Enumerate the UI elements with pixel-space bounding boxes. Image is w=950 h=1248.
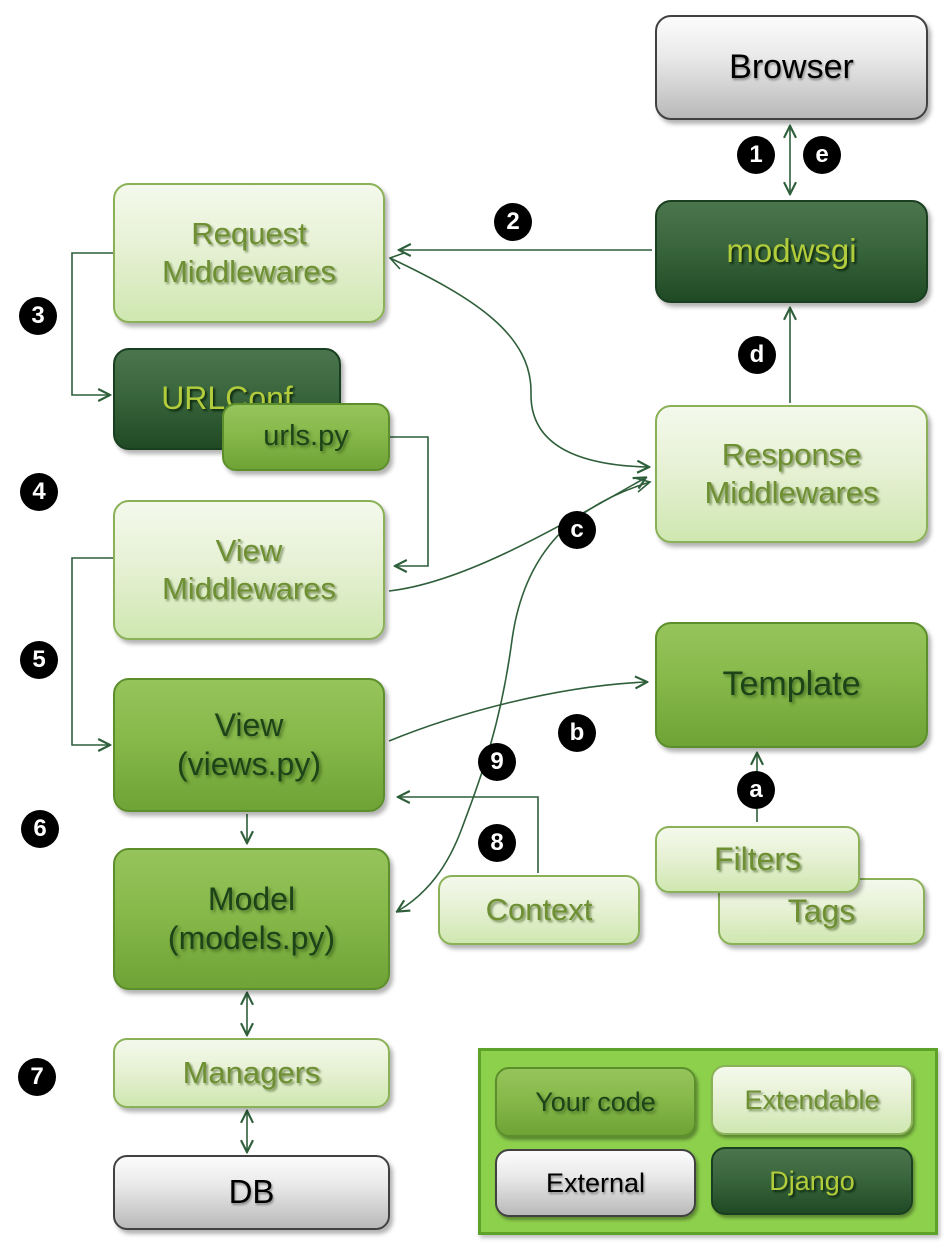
node-browser: Browser (655, 15, 928, 120)
node-urls-py-label: urls.py (263, 420, 349, 453)
badge-step-5: 5 (20, 641, 58, 679)
legend-extendable-label: Extendable (744, 1084, 880, 1115)
node-template: Template (655, 622, 928, 748)
node-request-middlewares-line1: Request (191, 216, 307, 252)
node-tags-label: Tags (787, 892, 856, 929)
legend-django-label: Django (769, 1165, 855, 1196)
node-response-middlewares: Response Middlewares (655, 405, 928, 543)
legend-extendable: Extendable (711, 1065, 913, 1135)
node-view: View (views.py) (113, 678, 385, 812)
node-response-middlewares-line1: Response (721, 437, 862, 473)
badge-step-8: 8 (478, 824, 516, 862)
node-context: Context (438, 875, 640, 945)
node-model: Model (models.py) (113, 848, 390, 990)
elbow-view-middlewares-to-view (71, 557, 113, 745)
badge-step-d: d (738, 336, 776, 374)
node-view-line2: (views.py) (176, 746, 321, 782)
curve-response-middlewares-model (398, 481, 651, 911)
legend: Your code Extendable External Django (478, 1048, 938, 1235)
curve-request-response-middlewares (389, 257, 648, 467)
node-modwsgi: modwsgi (655, 200, 928, 303)
arrowhead-into-response-middlewares (634, 477, 652, 493)
node-managers-label: Managers (182, 1055, 321, 1091)
badge-step-e: e (803, 136, 841, 174)
legend-django: Django (711, 1147, 913, 1215)
badge-step-7: 7 (18, 1058, 56, 1096)
badge-step-9: 9 (478, 743, 516, 781)
node-modwsgi-label: modwsgi (726, 232, 857, 270)
curve-view-to-template (388, 682, 646, 742)
badge-step-2: 2 (494, 203, 532, 241)
elbow-urlspy-to-view-middlewares (390, 436, 429, 566)
node-context-label: Context (485, 892, 593, 928)
badge-step-3: 3 (19, 297, 57, 335)
badge-step-4: 4 (20, 473, 58, 511)
node-model-line2: (models.py) (167, 920, 336, 956)
legend-your-code-label: Your code (535, 1086, 656, 1117)
node-template-label: Template (722, 665, 861, 704)
node-request-middlewares-line2: Middlewares (161, 254, 336, 289)
node-browser-label: Browser (729, 47, 854, 86)
elbow-request-middlewares-to-urlconf (71, 252, 113, 395)
badge-step-a: a (737, 771, 775, 809)
badge-step-1: 1 (737, 136, 775, 174)
legend-your-code: Your code (495, 1067, 696, 1137)
node-view-middlewares: View Middlewares (113, 500, 385, 640)
node-request-middlewares: Request Middlewares (113, 183, 385, 323)
arrowhead-into-request-middlewares (388, 252, 405, 270)
node-view-middlewares-line1: View (215, 533, 283, 569)
elbow-context-to-view (399, 797, 539, 873)
badge-step-6: 6 (21, 810, 59, 848)
node-urls-py: urls.py (222, 403, 390, 471)
node-view-line1: View (214, 706, 284, 743)
node-response-middlewares-line2: Middlewares (704, 475, 879, 510)
badge-step-c: c (558, 511, 596, 549)
badge-step-b: b (558, 714, 596, 752)
node-view-middlewares-line2: Middlewares (161, 571, 336, 606)
node-db: DB (113, 1155, 390, 1230)
legend-external: External (495, 1149, 696, 1217)
node-managers: Managers (113, 1038, 390, 1108)
node-filters: Filters (655, 826, 860, 893)
node-db-label: DB (228, 1173, 275, 1211)
node-model-line1: Model (207, 880, 296, 917)
node-filters-label: Filters (713, 840, 802, 877)
legend-external-label: External (545, 1167, 646, 1198)
